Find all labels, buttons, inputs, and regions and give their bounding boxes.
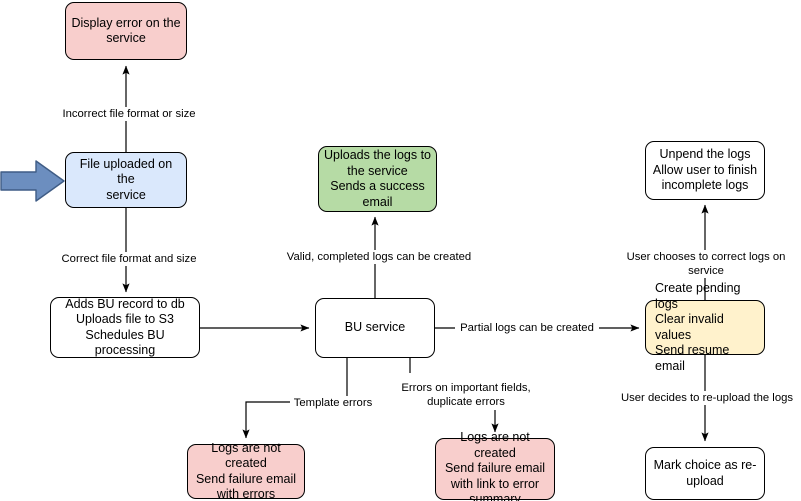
node-bu-service[interactable]: BU service — [315, 298, 435, 358]
edge-label-valid-completed-logs: Valid, completed logs can be created — [282, 250, 476, 264]
edge-label-user-corrects-logs: User chooses to correct logs on service — [606, 250, 801, 278]
start-block-arrow-icon — [0, 160, 65, 202]
node-mark-choice-as-reupload[interactable]: Mark choice as re- upload — [645, 447, 765, 500]
edge-label-partial-logs: Partial logs can be created — [455, 321, 599, 335]
node-adds-bu-record[interactable]: Adds BU record to db Uploads file to S3 … — [50, 297, 200, 358]
edge-label-correct-file-format: Correct file format and size — [55, 252, 203, 266]
edge-label-template-errors: Template errors — [290, 396, 376, 410]
node-unpend-logs[interactable]: Unpend the logs Allow user to finish inc… — [645, 141, 765, 200]
node-logs-not-created-error-summary[interactable]: Logs are not created Send failure email … — [435, 430, 555, 501]
edge-label-user-reuploads-logs: User decides to re-upload the logs — [617, 391, 797, 405]
node-uploads-logs-success[interactable]: Uploads the logs to the service Sends a … — [318, 146, 437, 212]
node-file-uploaded-on-service[interactable]: File uploaded on the service — [65, 152, 187, 208]
node-logs-not-created-with-errors[interactable]: Logs are not created Send failure email … — [187, 441, 305, 501]
node-create-pending-logs[interactable]: Create pending logs Clear invalid values… — [645, 281, 765, 373]
edge-label-incorrect-file-format: Incorrect file format or size — [53, 107, 205, 121]
node-display-error[interactable]: Display error on the service — [65, 2, 187, 60]
edge-label-important-field-errors: Errors on important fields, duplicate er… — [392, 381, 540, 409]
